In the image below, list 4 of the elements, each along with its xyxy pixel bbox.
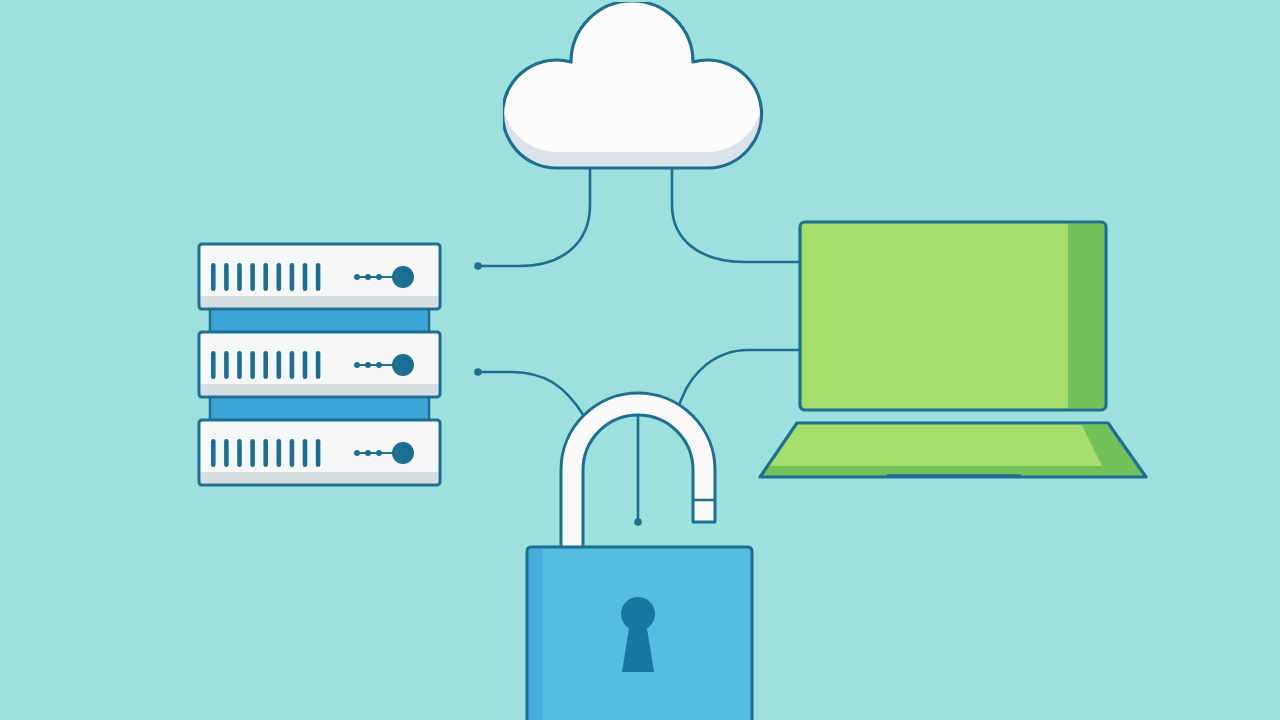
server-rack-illustration: [197, 242, 443, 489]
laptop-illustration: [756, 218, 1151, 482]
cloud-illustration: [503, 2, 765, 172]
connector-line: [634, 414, 642, 526]
